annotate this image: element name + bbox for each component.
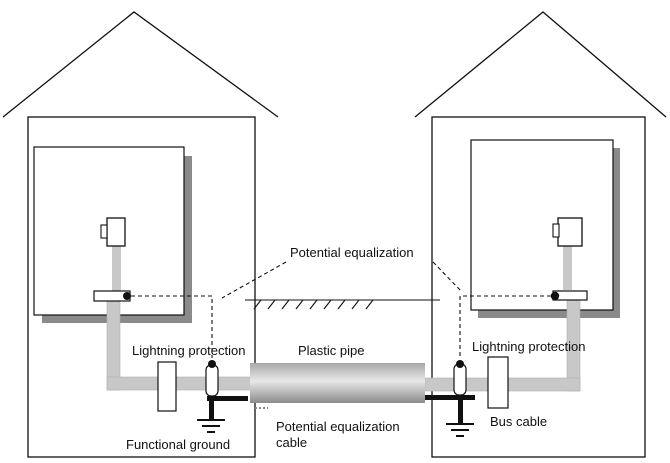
right-lightning-arrester-icon — [453, 360, 467, 396]
left-lightning-arrester-icon — [205, 360, 219, 397]
left-roof — [2, 11, 279, 118]
label-potential-equalization-cable-line2: cable — [276, 435, 307, 450]
label-potential-equalization: Potential equalization — [290, 245, 414, 260]
right-device-stem — [563, 245, 572, 290]
left-terminal-connector-icon — [93, 290, 131, 302]
right-terminal-connector-icon — [550, 290, 588, 301]
right-roof — [414, 11, 667, 118]
leader-to-right-equalization — [432, 261, 463, 293]
left-equalization-dashed — [131, 295, 213, 358]
right-cabinet — [470, 139, 614, 311]
right-equalization-cable-bar — [425, 395, 475, 424]
right-equalization-dashed — [459, 295, 551, 358]
left-field-device-icon — [100, 217, 126, 247]
left-cable-horizontal — [106, 376, 255, 391]
plastic-pipe-body — [250, 363, 425, 403]
label-bus-cable: Bus cable — [490, 414, 547, 429]
right-field-device-icon — [552, 217, 583, 247]
plastic-pipe — [250, 363, 425, 409]
label-lightning-protection-right: Lightning protection — [472, 339, 585, 354]
left-ground-icon — [197, 419, 225, 433]
right-wall — [431, 116, 646, 458]
left-lightning-protection-box — [157, 361, 177, 412]
label-lightning-protection-left: Lightning protection — [132, 343, 245, 358]
earth-hatch-icon — [245, 299, 440, 310]
right-lightning-protection-box — [487, 356, 509, 409]
label-functional-ground: Functional ground — [126, 437, 230, 452]
label-potential-equalization-cable-line1: Potential equalization — [276, 419, 400, 434]
left-device-stem — [112, 245, 121, 295]
label-plastic-pipe: Plastic pipe — [298, 343, 364, 358]
left-wall — [27, 116, 256, 458]
right-building — [414, 11, 667, 458]
leader-to-left-equalization — [221, 261, 287, 299]
left-cable-vertical — [106, 298, 121, 391]
right-ground-icon — [446, 423, 474, 437]
left-equalization-cable-bar — [207, 396, 248, 420]
potential-equalization-lines — [131, 261, 551, 358]
